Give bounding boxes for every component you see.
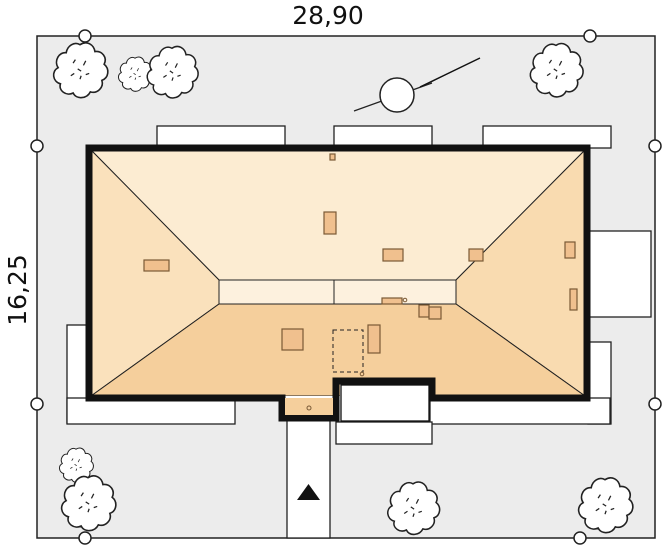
porch-canopy [340, 384, 430, 422]
porch-step [335, 421, 433, 445]
stair-outline [332, 329, 364, 373]
terrace-bottom-left [66, 397, 236, 425]
entrance-path [286, 419, 331, 539]
vent-2 [418, 304, 430, 318]
roof [89, 148, 587, 397]
roof-elements [143, 153, 578, 354]
terrace-right [587, 230, 652, 318]
chimney-4 [468, 248, 484, 262]
chimney-1 [323, 211, 337, 235]
chimney-3 [382, 248, 404, 262]
roof-outline [85, 144, 591, 422]
chimney-6 [569, 288, 578, 311]
chimney-8 [367, 324, 381, 354]
terrace-bottom-right [429, 397, 611, 425]
vent-1 [381, 297, 403, 305]
plot-markers [30, 29, 662, 545]
roof-ridge [218, 279, 457, 305]
chimney-5 [564, 241, 576, 259]
entrance-triangle-icon [297, 484, 320, 500]
depth-dimension-label: 16,25 [3, 254, 32, 326]
vent-4 [329, 153, 336, 161]
compass-north-arrow-icon [353, 57, 481, 113]
chimney-2 [143, 259, 170, 272]
vent-3 [428, 306, 442, 320]
terraces [66, 125, 652, 445]
width-dimension-label: 28,90 [292, 1, 364, 30]
chimney-7 [281, 328, 304, 351]
